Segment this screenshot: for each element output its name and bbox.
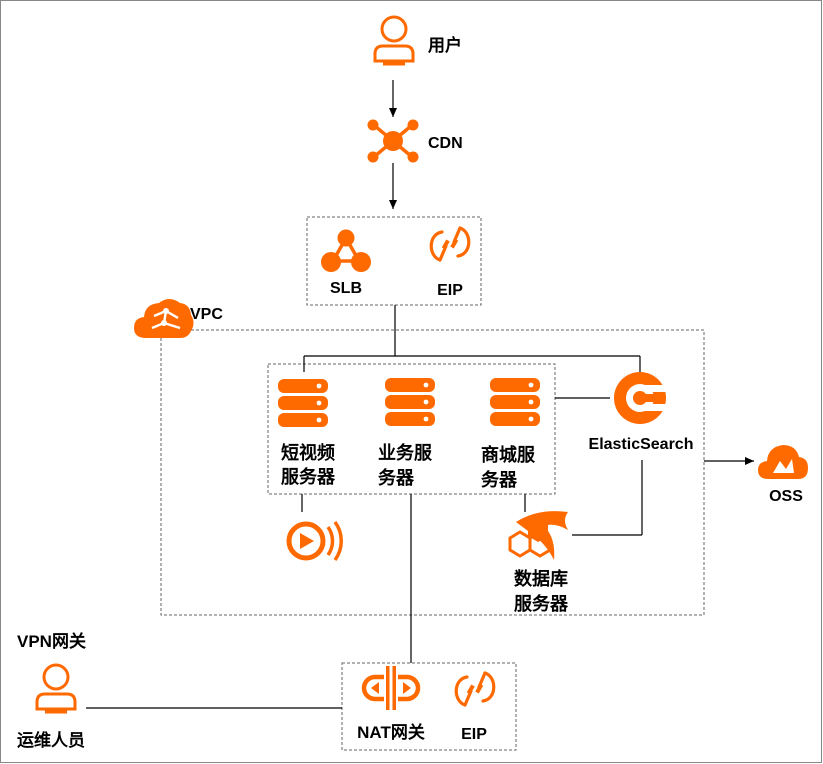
vpc-cloud-icon — [134, 299, 194, 338]
eip-icon — [429, 226, 471, 262]
vpc-boundary — [160, 329, 705, 616]
short-video-server-label-2: 服务器 — [281, 466, 336, 487]
user-label: 用户 — [428, 35, 462, 55]
mall-server-label-2: 务器 — [481, 469, 518, 490]
eip-top-label: EIP — [437, 282, 463, 299]
server-icon — [385, 378, 435, 426]
vpc-label: VPC — [190, 306, 223, 323]
database-server-label-2: 服务器 — [514, 593, 569, 614]
user-icon — [35, 663, 77, 714]
slb-label: SLB — [330, 280, 362, 297]
business-server-label-1: 业务服 — [378, 442, 433, 463]
nat-gateway-label: NAT网关 — [357, 722, 425, 742]
slb-icon — [321, 229, 371, 272]
oss-label: OSS — [769, 488, 803, 505]
nat-gateway-icon — [361, 666, 421, 710]
eip-icon — [454, 671, 496, 707]
server-icon — [490, 378, 540, 426]
vpn-gateway-label: VPN网关 — [17, 631, 86, 651]
oss-icon — [758, 445, 808, 479]
short-video-server-label-1: 短视频 — [281, 442, 335, 463]
user-icon — [373, 15, 415, 66]
elasticsearch-icon — [614, 372, 668, 424]
business-server-label-2: 务器 — [378, 467, 415, 488]
server-icon — [278, 379, 328, 427]
video-play-icon — [286, 520, 343, 562]
database-server-label-1: 数据库 — [514, 568, 568, 589]
cdn-label: CDN — [428, 135, 463, 152]
nat-eip-group — [341, 662, 517, 751]
cdn-icon — [367, 119, 419, 163]
mall-server-label-1: 商城服 — [481, 444, 536, 465]
slb-eip-group — [306, 216, 482, 306]
elasticsearch-label: ElasticSearch — [589, 436, 694, 453]
eip-bottom-label: EIP — [461, 726, 487, 743]
database-icon — [508, 511, 568, 560]
ops-user-label: 运维人员 — [17, 730, 85, 750]
